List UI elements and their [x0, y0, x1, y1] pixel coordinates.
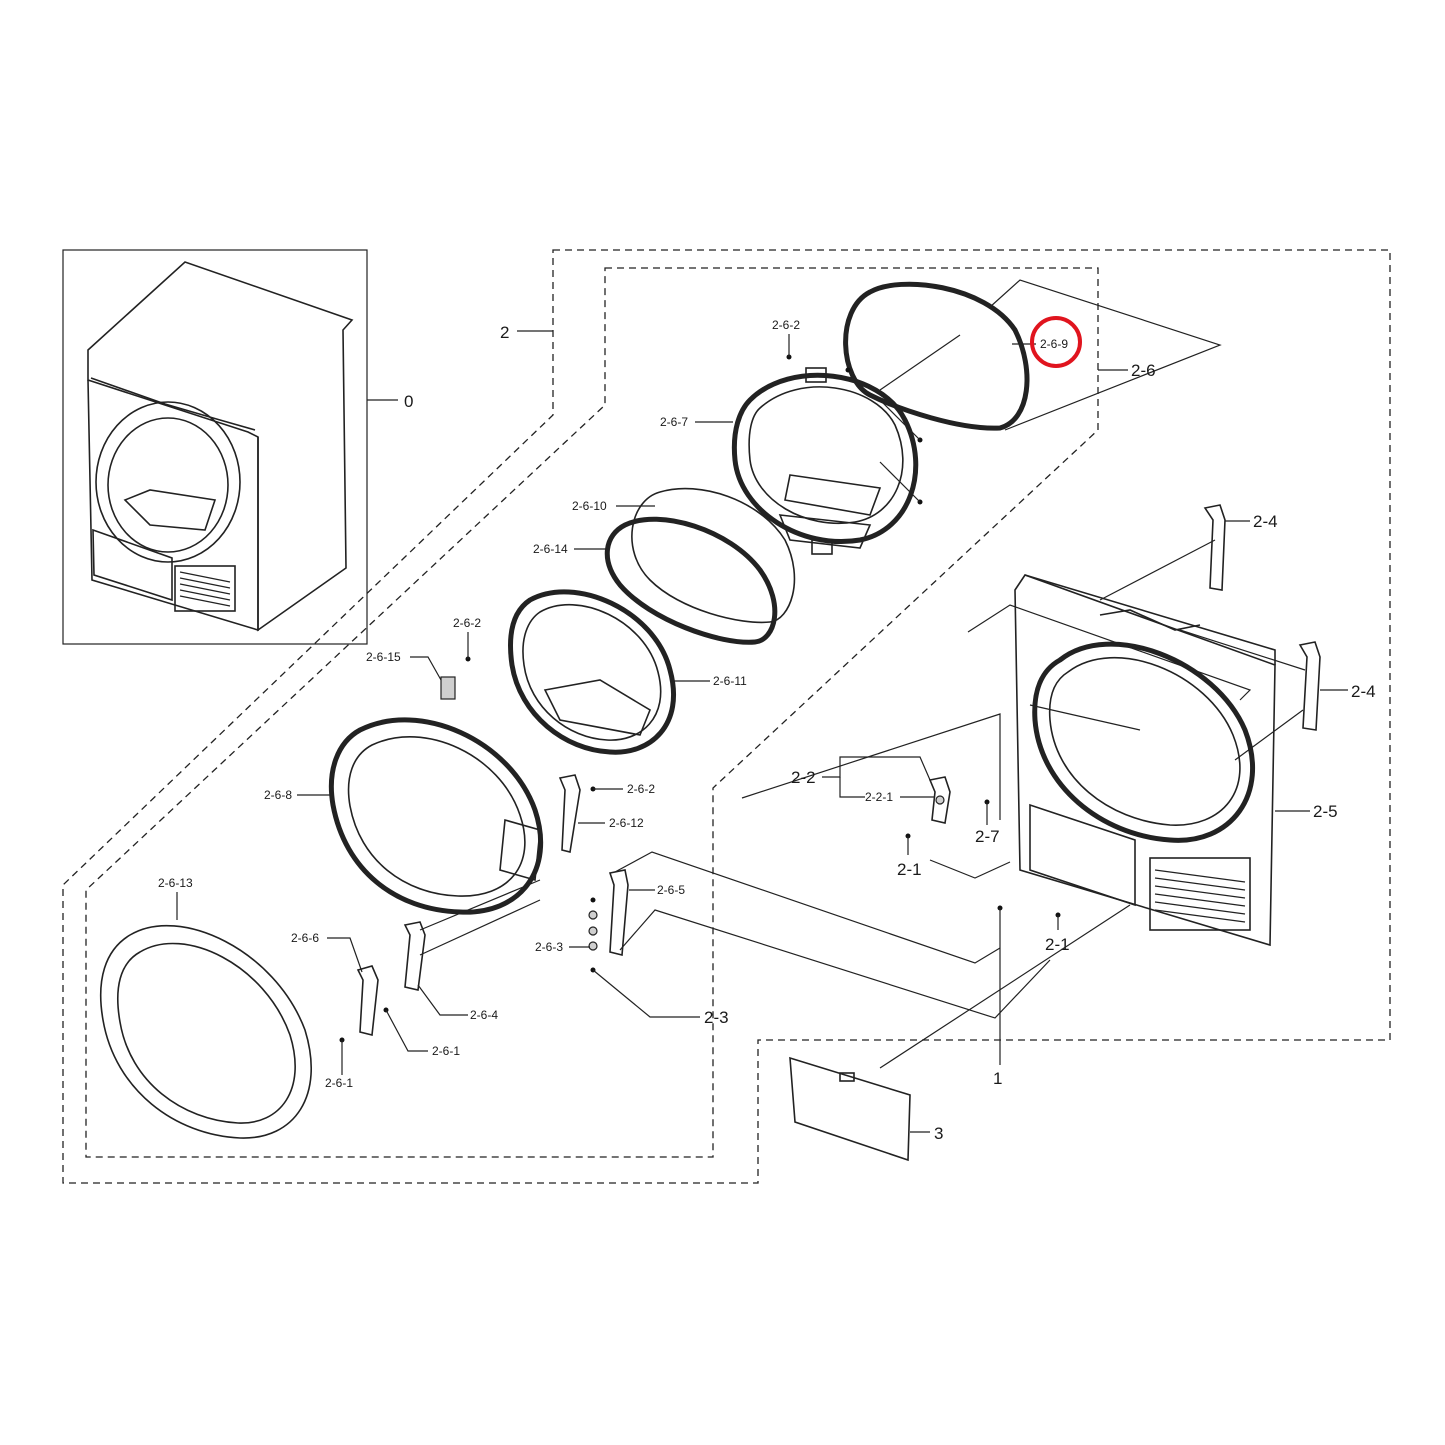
part-2-6-6-bracket	[356, 965, 379, 1036]
part-3-filter	[789, 1056, 911, 1162]
label-2-6-7: 2-6-7	[660, 415, 688, 429]
label-2-2-1: 2-2-1	[865, 790, 893, 804]
label-2: 2	[500, 323, 509, 342]
part-2-5-front-panel	[1014, 574, 1276, 947]
label-2-6-1-left: 2-6-1	[325, 1076, 353, 1090]
part-2-4-hinge-right	[1298, 641, 1321, 731]
label-2-6-13: 2-6-13	[158, 876, 193, 890]
label-2-6-10: 2-6-10	[572, 499, 607, 513]
label-2-7: 2-7	[975, 827, 1000, 846]
label-2-6-6: 2-6-6	[291, 931, 319, 945]
label-2-6-11: 2-6-11	[713, 674, 747, 688]
dryer-overview: 0	[62, 249, 413, 645]
label-2-6-4: 2-6-4	[470, 1008, 498, 1022]
label-2-1-left: 2-1	[897, 860, 922, 879]
label-3: 3	[934, 1124, 943, 1143]
part-2-6-10-glass	[631, 487, 796, 624]
part-2-2-switch	[928, 776, 951, 824]
label-2-6-9: 2-6-9	[1040, 337, 1068, 351]
label-2-6-15: 2-6-15	[366, 650, 401, 664]
part-2-6-9-gasket	[843, 281, 1030, 431]
label-2-1-right: 2-1	[1045, 935, 1070, 954]
label-2-6-2-top: 2-6-2	[772, 318, 800, 332]
label-2-6-8: 2-6-8	[264, 788, 292, 802]
label-2-2: 2-2	[791, 768, 816, 787]
part-2-6-5-latch	[588, 869, 629, 957]
label-2-4-right: 2-4	[1351, 682, 1376, 701]
label-2-6-2-mid: 2-6-2	[453, 616, 481, 630]
part-2-6-11-ring	[508, 589, 677, 755]
label-2-6-14: 2-6-14	[533, 542, 568, 556]
label-2-6-2-right: 2-6-2	[627, 782, 655, 796]
label-2-6-12: 2-6-12	[609, 816, 644, 830]
highlight-circle	[1030, 316, 1082, 368]
part-2-6-4-hinge	[403, 921, 426, 991]
part-2-6-8-door-frame	[328, 717, 544, 915]
part-2-6-7-frame	[731, 367, 919, 555]
label-2-6: 2-6	[1131, 361, 1156, 380]
part-2-6-13-outer-door	[99, 924, 313, 1139]
assembly-2-boundary	[62, 249, 1391, 1184]
label-2-6-5: 2-6-5	[657, 883, 685, 897]
label-2-4-top: 2-4	[1253, 512, 1278, 531]
part-2-6-14-gasket	[604, 516, 778, 645]
label-2-5: 2-5	[1313, 802, 1338, 821]
label-2-6-1-right: 2-6-1	[432, 1044, 460, 1058]
label-0: 0	[404, 392, 413, 411]
assembly-2-6-boundary	[85, 267, 1099, 1158]
label-1: 1	[993, 1069, 1002, 1088]
label-2-3: 2-3	[704, 1008, 729, 1027]
part-2-4-hinge-top	[1203, 504, 1226, 591]
label-2-6-3: 2-6-3	[535, 940, 563, 954]
part-2-6-15-bracket	[440, 676, 456, 700]
part-2-6-12-hinge	[558, 774, 581, 853]
